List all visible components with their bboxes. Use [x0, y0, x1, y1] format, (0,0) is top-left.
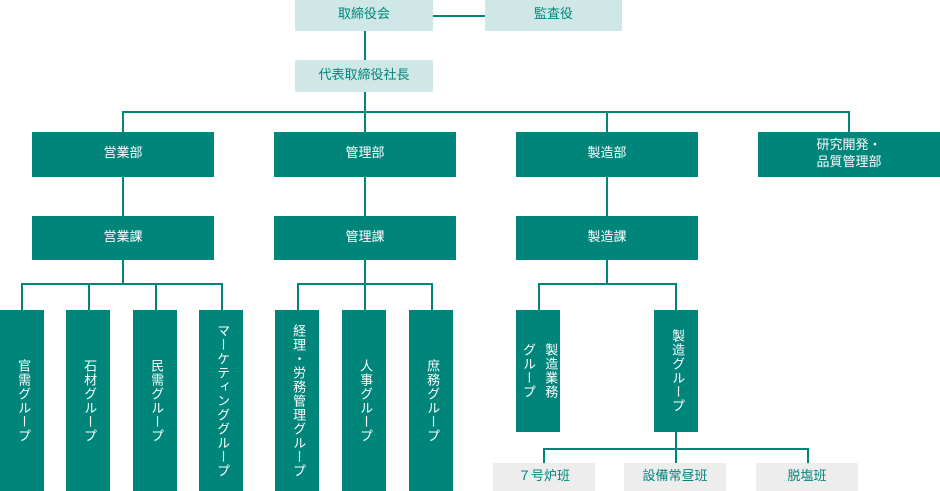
connector-group-shomu	[431, 283, 433, 310]
connector-sales-group-bus	[21, 283, 223, 285]
connector-group-jinji	[364, 283, 366, 310]
section-sales-label: 営業課	[103, 229, 143, 245]
group-sekizai-label: 石材グループ	[81, 358, 97, 443]
connector-board-auditor	[433, 15, 485, 17]
president-label: 代表取締役社長	[318, 67, 410, 83]
connector-dept-rnd	[848, 111, 850, 132]
connector-manufacturing-group-bus	[538, 283, 677, 285]
dept-sales-box: 営業部	[32, 132, 214, 177]
group-kan-box: 官需グループ	[0, 310, 44, 491]
dept-rnd-label-line2: 品質管理部	[816, 154, 882, 170]
group-jinji-label: 人事グループ	[357, 358, 373, 443]
team-datsuen-box: 脱塩班	[756, 463, 858, 491]
connector-manufacturing-section	[606, 177, 608, 216]
auditor-box: 監査役	[485, 0, 622, 31]
group-marketing-label: マーケティンググループ	[214, 323, 230, 478]
dept-rnd-box: 研究開発・ 品質管理部	[758, 132, 940, 177]
connector-admin-section	[364, 177, 366, 216]
dept-manufacturing-box: 製造部	[516, 132, 698, 177]
group-seizou-gyomu-label: 製造業務 グループ	[519, 343, 558, 399]
dept-manufacturing-label: 製造部	[587, 146, 627, 162]
group-seizou-gyomu-label-col1: 製造業務	[542, 343, 558, 399]
president-box: 代表取締役社長	[295, 60, 433, 92]
section-admin-box: 管理課	[274, 216, 456, 260]
connector-dept-sales	[122, 111, 124, 132]
group-seizou-gyomu-label-col2: グループ	[520, 343, 535, 399]
dept-rnd-label-line1: 研究開発・	[816, 138, 882, 154]
team-ro-label: ７号炉班	[517, 468, 570, 484]
connector-group-sekizai	[88, 283, 90, 310]
group-shomu-label: 庶務グループ	[424, 358, 440, 443]
group-seizou-label: 製造グループ	[669, 329, 685, 413]
dept-admin-box: 管理部	[274, 132, 456, 177]
connector-seizou-down	[675, 432, 677, 449]
connector-group-seizou	[675, 283, 677, 310]
connector-group-seizou-gyomu	[538, 283, 540, 310]
connector-dept-bus	[122, 111, 850, 113]
connector-team-datsuen	[807, 448, 809, 463]
connector-board-president	[364, 31, 366, 60]
section-sales-box: 営業課	[32, 216, 214, 260]
group-marketing-box: マーケティンググループ	[199, 310, 243, 491]
group-min-label: 民需グループ	[148, 358, 164, 443]
team-ro-box: ７号炉班	[493, 463, 595, 491]
connector-dept-manufacturing	[606, 111, 608, 132]
group-shomu-box: 庶務グループ	[409, 310, 453, 491]
connector-group-keiri	[297, 283, 299, 310]
group-seizou-gyomu-box: 製造業務 グループ	[516, 310, 560, 432]
connector-group-min	[155, 283, 157, 310]
connector-president-down	[364, 92, 366, 112]
section-manufacturing-label: 製造課	[587, 229, 627, 245]
team-setsubi-box: 設備常昼班	[624, 463, 726, 491]
group-min-box: 民需グループ	[133, 310, 177, 491]
connector-manufacturing-section-down	[606, 260, 608, 284]
dept-admin-label: 管理部	[345, 146, 385, 162]
connector-dept-admin	[364, 111, 366, 132]
section-admin-label: 管理課	[345, 229, 385, 245]
connector-team-ro	[543, 448, 545, 463]
group-seizou-box: 製造グループ	[654, 310, 698, 432]
team-datsuen-label: 脱塩班	[787, 468, 827, 484]
connector-group-kan	[21, 283, 23, 310]
group-sekizai-box: 石材グループ	[66, 310, 110, 491]
section-manufacturing-box: 製造課	[516, 216, 698, 260]
connector-group-marketing	[221, 283, 223, 310]
group-kan-label: 官需グループ	[15, 358, 31, 443]
group-keiri-label: 経理・労務管理グループ	[290, 323, 306, 478]
group-keiri-box: 経理・労務管理グループ	[275, 310, 319, 491]
board-box: 取締役会	[295, 0, 433, 31]
connector-admin-section-down	[364, 260, 366, 284]
team-setsubi-label: 設備常昼班	[642, 468, 708, 484]
connector-sales-section-down	[122, 260, 124, 284]
board-label: 取締役会	[337, 7, 390, 23]
dept-sales-label: 営業部	[103, 146, 143, 162]
connector-sales-section	[122, 177, 124, 216]
auditor-label: 監査役	[533, 7, 573, 23]
connector-team-setsubi	[675, 448, 677, 463]
group-jinji-box: 人事グループ	[342, 310, 386, 491]
